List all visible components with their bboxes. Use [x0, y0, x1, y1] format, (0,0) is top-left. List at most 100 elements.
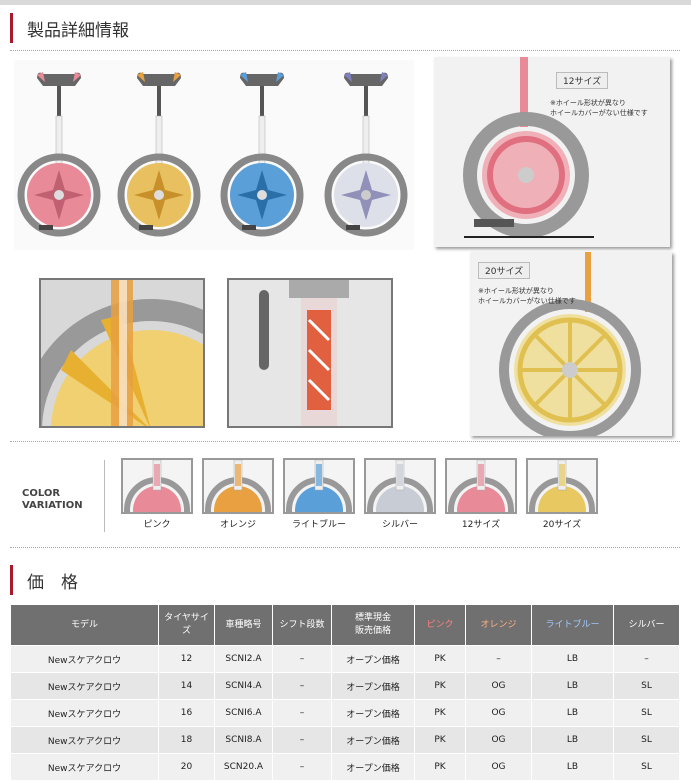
col-header-shift: シフト段数 — [272, 604, 332, 646]
color-variation-thumb-label: 20サイズ — [542, 520, 582, 530]
cell-shift: – — [272, 753, 332, 781]
col-header-model: モデル — [10, 604, 159, 646]
color-variation-label-line1: COLOR — [22, 488, 61, 499]
section-title: 価 格 — [27, 573, 78, 593]
cell-lightblue: LB — [531, 672, 614, 700]
section-title: 製品詳細情報 — [27, 21, 129, 41]
cell-model: Newスケアクロウ — [10, 672, 159, 700]
cell-orange: – — [465, 645, 532, 673]
cell-shift: – — [272, 726, 332, 754]
cell-price: オープン価格 — [331, 699, 415, 727]
cell-pink: PK — [414, 699, 466, 727]
section-header-details: 製品詳細情報 — [10, 13, 129, 43]
col-header-silver: シルバー — [613, 604, 680, 646]
cell-price: オープン価格 — [331, 726, 415, 754]
cell-shift: – — [272, 645, 332, 673]
cell-lightblue: LB — [531, 726, 614, 754]
cell-silver: SL — [613, 753, 680, 781]
col-header-price-line1: 標準現金 — [354, 613, 391, 623]
color-variation-thumb-label: シルバー — [381, 520, 418, 530]
cell-model: Newスケアクロウ — [10, 726, 159, 754]
unicycle-thumb-icon — [367, 460, 433, 512]
cell-model: Newスケアクロウ — [10, 645, 159, 673]
col-header-tire-line1: タイヤサイ — [164, 613, 209, 623]
color-variation-thumb[interactable] — [526, 458, 598, 514]
size20-tag: 20サイズ — [478, 262, 531, 279]
divider — [10, 50, 680, 51]
color-variation-thumb-label: ライトブルー — [291, 520, 346, 530]
frame-closeup-illustration — [259, 280, 349, 426]
cell-price: オープン価格 — [331, 645, 415, 673]
col-header-pink: ピンク — [414, 604, 466, 646]
cell-silver: SL — [613, 726, 680, 754]
size20-note-line2: ホイールカバーがない仕様です — [478, 297, 576, 305]
price-table-header-row: モデル タイヤサイズ 車種略号 シフト段数 標準現金販売価格 ピンク オレンジ … — [10, 604, 680, 646]
cell-pink: PK — [414, 672, 466, 700]
cell-code: SCNI6.A — [214, 699, 273, 727]
unicycle-thumb-icon — [448, 460, 514, 512]
color-variation-thumb[interactable] — [283, 458, 355, 514]
cell-lightblue: LB — [531, 753, 614, 781]
size12-note-line2: ホイールカバーがない仕様です — [550, 109, 648, 117]
col-header-orange: オレンジ — [465, 604, 532, 646]
cell-orange: OG — [465, 726, 532, 754]
cell-silver: SL — [613, 699, 680, 727]
size20-note-line1: ※ホイール形状が異なり — [478, 287, 554, 295]
size20-photo: 20サイズ ※ホイール形状が異なり ホイールカバーがない仕様です — [470, 252, 672, 436]
cell-orange: OG — [465, 672, 532, 700]
cell-tire-size: 18 — [158, 726, 215, 754]
size12-unicycle-illustration — [463, 57, 594, 238]
cell-model: Newスケアクロウ — [10, 699, 159, 727]
col-header-tire-size: タイヤサイズ — [158, 604, 215, 646]
divider — [10, 441, 680, 442]
cell-tire-size: 20 — [158, 753, 215, 781]
color-variation-thumb[interactable] — [445, 458, 517, 514]
cell-tire-size: 16 — [158, 699, 215, 727]
color-variation-thumb[interactable] — [202, 458, 274, 514]
section-header-price: 価 格 — [10, 565, 78, 595]
frame-closeup-photo — [227, 278, 393, 428]
cell-orange: OG — [465, 699, 532, 727]
cell-pink: PK — [414, 753, 466, 781]
col-header-lightblue: ライトブルー — [531, 604, 614, 646]
color-variation-divider — [104, 460, 105, 532]
cell-shift: – — [272, 672, 332, 700]
size12-note-line1: ※ホイール形状が異なり — [550, 99, 626, 107]
wheel-closeup-photo — [39, 278, 205, 428]
cell-tire-size: 12 — [158, 645, 215, 673]
color-variation-label-line2: VARIATION — [22, 500, 83, 511]
size12-tag: 12サイズ — [556, 72, 609, 89]
color-variation-thumb-label: 12サイズ — [461, 520, 501, 530]
wheel-closeup-illustration — [41, 280, 203, 426]
cell-pink: PK — [414, 726, 466, 754]
cell-code: SCNI2.A — [214, 645, 273, 673]
price-table: モデル タイヤサイズ 車種略号 シフト段数 標準現金販売価格 ピンク オレンジ … — [10, 604, 680, 781]
unicycles-color-photo — [14, 60, 414, 250]
top-border — [0, 0, 691, 5]
cell-price: オープン価格 — [331, 753, 415, 781]
cell-model: Newスケアクロウ — [10, 753, 159, 781]
cell-shift: – — [272, 699, 332, 727]
cell-silver: – — [613, 645, 680, 673]
divider — [10, 547, 680, 548]
col-header-price: 標準現金販売価格 — [331, 604, 415, 646]
col-header-price-line2: 販売価格 — [354, 626, 391, 636]
cell-tire-size: 14 — [158, 672, 215, 700]
unicycle-thumb-icon — [205, 460, 271, 512]
size20-unicycle-illustration — [499, 252, 641, 436]
color-variation-thumb[interactable] — [121, 458, 193, 514]
cell-silver: SL — [613, 672, 680, 700]
cell-orange: OG — [465, 753, 532, 781]
color-variation-thumb-label: ピンク — [143, 520, 171, 530]
col-header-code: 車種略号 — [214, 604, 273, 646]
size12-photo: 12サイズ ※ホイール形状が異なり ホイールカバーがない仕様です — [434, 57, 670, 247]
color-variation-thumb[interactable] — [364, 458, 436, 514]
cell-code: SCNI8.A — [214, 726, 273, 754]
unicycle-thumb-icon — [529, 460, 595, 512]
cell-code: SCNI4.A — [214, 672, 273, 700]
